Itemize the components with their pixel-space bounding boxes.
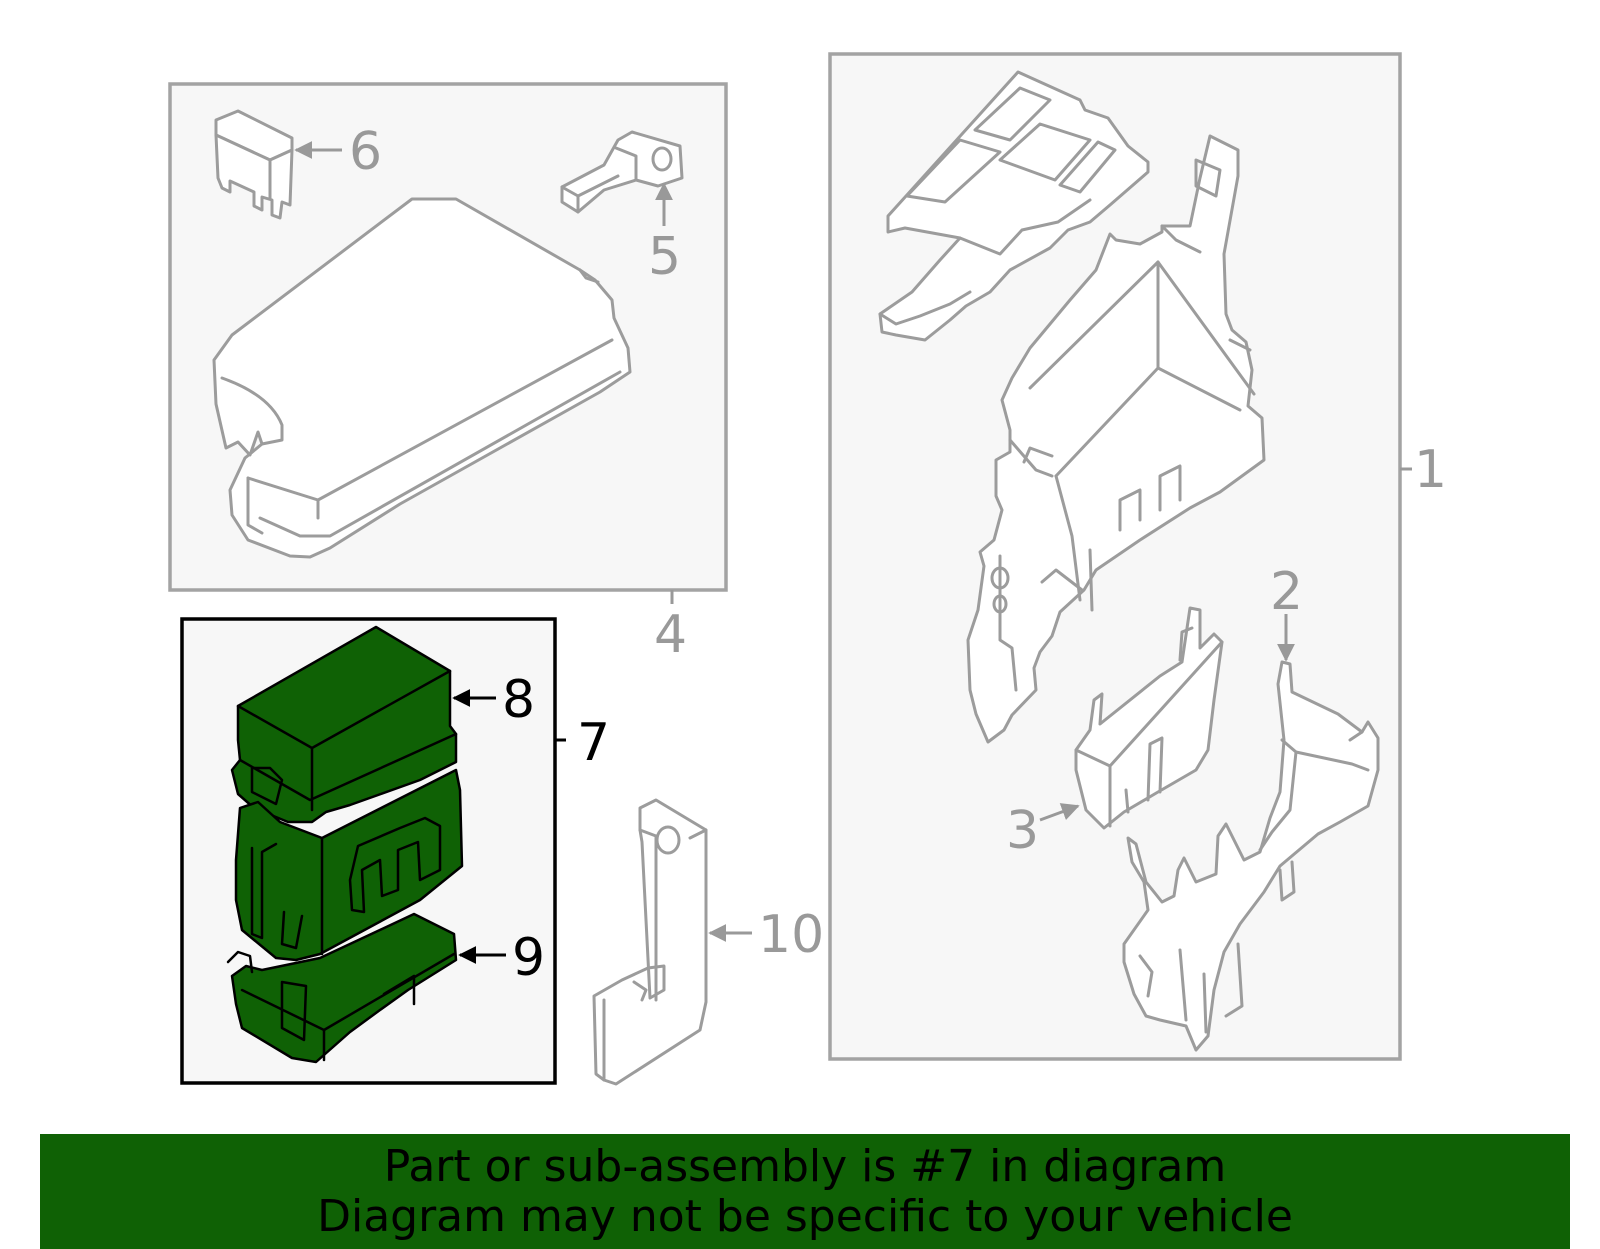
part-1-fuse-box-body[interactable] [966, 134, 1266, 744]
callout-4: 4 [654, 605, 687, 665]
info-banner: Part or sub-assembly is #7 in diagram Di… [40, 1134, 1570, 1249]
part-3-relay-holder[interactable] [1074, 606, 1224, 830]
callout-8: 8 [502, 670, 535, 730]
leader-3 [1039, 803, 1080, 822]
parts-diagram: 6 5 4 8 9 7 [168, 52, 1447, 1086]
part-4-fuse-box-cover[interactable] [212, 197, 632, 559]
callout-5: 5 [648, 227, 681, 287]
callout-3: 3 [1006, 801, 1039, 861]
part-8-upper-cover[interactable] [230, 625, 458, 824]
banner-line-2: Diagram may not be specific to your vehi… [317, 1190, 1293, 1242]
part-2-lower-bracket[interactable] [1122, 660, 1380, 1052]
part-9-lower-base[interactable] [226, 912, 458, 1064]
callout-10: 10 [758, 905, 824, 965]
callout-2: 2 [1270, 562, 1303, 622]
callout-7: 7 [577, 713, 610, 773]
callout-1: 1 [1414, 440, 1447, 500]
callout-9: 9 [512, 928, 545, 988]
part-10-bracket[interactable] [592, 798, 708, 1086]
part-5-terminal[interactable] [560, 130, 684, 214]
part-6-fuse[interactable] [214, 109, 294, 220]
part-7-relay-block-body[interactable] [234, 768, 464, 962]
banner-line-1: Part or sub-assembly is #7 in diagram [383, 1140, 1227, 1192]
part-1-top-plate[interactable] [878, 70, 1150, 342]
callout-6: 6 [349, 122, 382, 182]
